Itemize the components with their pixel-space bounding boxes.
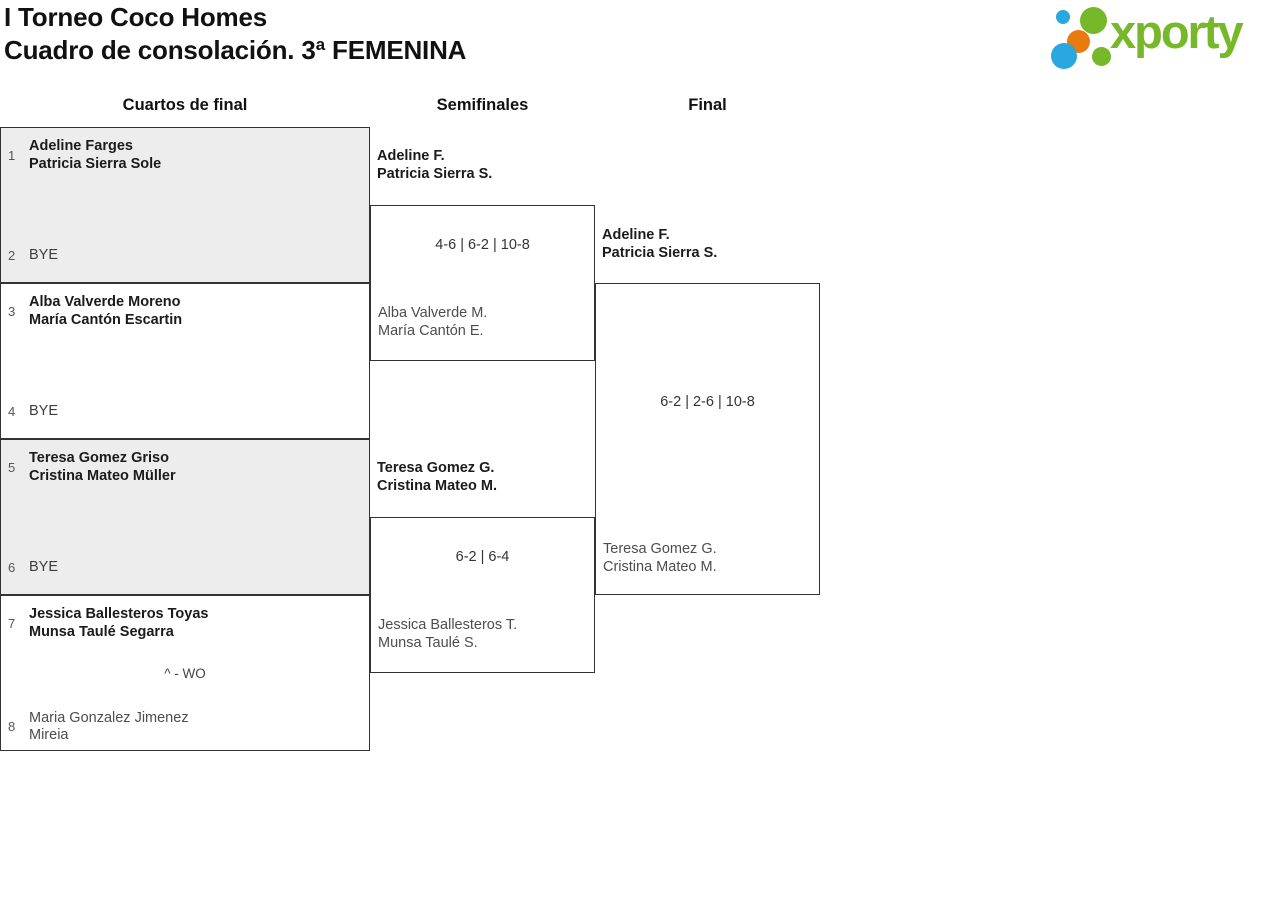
team-pair-winner: Teresa Gomez Griso Cristina Mateo Müller <box>29 449 176 485</box>
seed-number: 4 <box>8 404 16 419</box>
team-name-line: Munsa Taulé Segarra <box>29 624 174 640</box>
final-winner: Adeline F. Patricia Sierra S. <box>602 226 717 262</box>
page-title: I Torneo Coco Homes Cuadro de consolació… <box>4 1 466 67</box>
team-name-line: Teresa Gomez Griso <box>29 450 169 466</box>
team-name-line: Cristina Mateo M. <box>603 559 717 575</box>
team-name-line: Patricia Sierra S. <box>602 245 718 261</box>
team-name-line: Maria Gonzalez Jimenez <box>29 710 189 726</box>
logo-dot-blue-small-icon <box>1056 10 1070 24</box>
team-pair-winner: Adeline Farges Patricia Sierra Sole <box>29 137 161 173</box>
final-loser: Teresa Gomez G. Cristina Mateo M. <box>603 540 717 576</box>
team-name-line: María Cantón Escartin <box>29 312 183 328</box>
quarterfinal-match-4: 7 Jessica Ballesteros Toyas Munsa Taulé … <box>0 595 370 751</box>
team-name-line: Adeline F. <box>602 227 670 243</box>
team-name-line: Jessica Ballesteros T. <box>378 617 518 633</box>
semifinal-1-winner: Adeline F. Patricia Sierra S. <box>377 147 492 183</box>
team-name-line: María Cantón E. <box>378 323 484 339</box>
final-box: 6-2 | 2-6 | 10-8 Teresa Gomez G. Cristin… <box>595 283 820 595</box>
team-name-line: Munsa Taulé S. <box>378 635 478 651</box>
round-header-final: Final <box>688 96 727 114</box>
team-name-line: Patricia Sierra S. <box>377 166 493 182</box>
team-name-line: Jessica Ballesteros Toyas <box>29 606 209 622</box>
semifinal-2-box: 6-2 | 6-4 Jessica Ballesteros T. Munsa T… <box>370 517 595 673</box>
semifinal-2-winner: Teresa Gomez G. Cristina Mateo M. <box>377 459 497 495</box>
seed-number: 8 <box>8 719 16 734</box>
tournament-name: I Torneo Coco Homes <box>4 2 267 32</box>
logo-dot-green-large-icon <box>1080 7 1107 34</box>
semifinal-1-score: 4-6 | 6-2 | 10-8 <box>435 237 530 253</box>
seed-number: 1 <box>8 148 16 163</box>
team-pair-winner: Jessica Ballesteros Toyas Munsa Taulé Se… <box>29 605 208 641</box>
xporty-logo: xporty <box>1045 0 1280 72</box>
logo-dot-blue-large-icon <box>1051 43 1077 69</box>
team-pair-bye: BYE <box>29 247 58 263</box>
seed-number: 6 <box>8 560 16 575</box>
team-pair-winner: Alba Valverde Moreno María Cantón Escart… <box>29 293 182 329</box>
bracket-subtitle: Cuadro de consolación. 3ª FEMENINA <box>4 35 467 65</box>
final-score: 6-2 | 2-6 | 10-8 <box>660 394 755 410</box>
team-pair-loser: Maria Gonzalez Jimenez Mireia <box>29 710 189 744</box>
team-name-line: Alba Valverde M. <box>378 305 488 321</box>
quarterfinal-match-3: 5 Teresa Gomez Griso Cristina Mateo Müll… <box>0 439 370 595</box>
logo-dot-green-small-icon <box>1092 47 1111 66</box>
team-name-line: BYE <box>29 559 59 575</box>
team-name-line: Alba Valverde Moreno <box>29 294 181 310</box>
quarterfinal-match-2: 3 Alba Valverde Moreno María Cantón Esca… <box>0 283 370 439</box>
team-name-line: Teresa Gomez G. <box>603 541 717 557</box>
team-name-line: BYE <box>29 403 59 419</box>
team-pair-bye: BYE <box>29 559 58 575</box>
team-name-line: Patricia Sierra Sole <box>29 156 162 172</box>
team-name-line: BYE <box>29 247 59 263</box>
team-name-line: Cristina Mateo M. <box>377 478 498 494</box>
semifinal-2-score: 6-2 | 6-4 <box>455 549 510 565</box>
team-name-line: Cristina Mateo Müller <box>29 468 176 484</box>
seed-number: 2 <box>8 248 16 263</box>
team-name-line: Mireia <box>29 727 69 743</box>
seed-number: 5 <box>8 460 16 475</box>
round-header-quarterfinals: Cuartos de final <box>122 96 248 114</box>
semifinal-2-loser: Jessica Ballesteros T. Munsa Taulé S. <box>378 616 517 652</box>
seed-number: 7 <box>8 616 16 631</box>
semifinal-1-loser: Alba Valverde M. María Cantón E. <box>378 304 487 340</box>
quarterfinal-match-1: 1 Adeline Farges Patricia Sierra Sole 2 … <box>0 127 370 283</box>
round-header-semifinals: Semifinales <box>436 96 529 114</box>
xporty-logo-text: xporty <box>1110 5 1244 58</box>
team-name-line: Adeline F. <box>377 148 445 164</box>
walkover-note: ^ - WO <box>164 666 206 681</box>
seed-number: 3 <box>8 304 16 319</box>
team-name-line: Teresa Gomez G. <box>377 460 495 476</box>
team-name-line: Adeline Farges <box>29 138 133 154</box>
semifinal-1-box: 4-6 | 6-2 | 10-8 Alba Valverde M. María … <box>370 205 595 361</box>
team-pair-bye: BYE <box>29 403 58 419</box>
